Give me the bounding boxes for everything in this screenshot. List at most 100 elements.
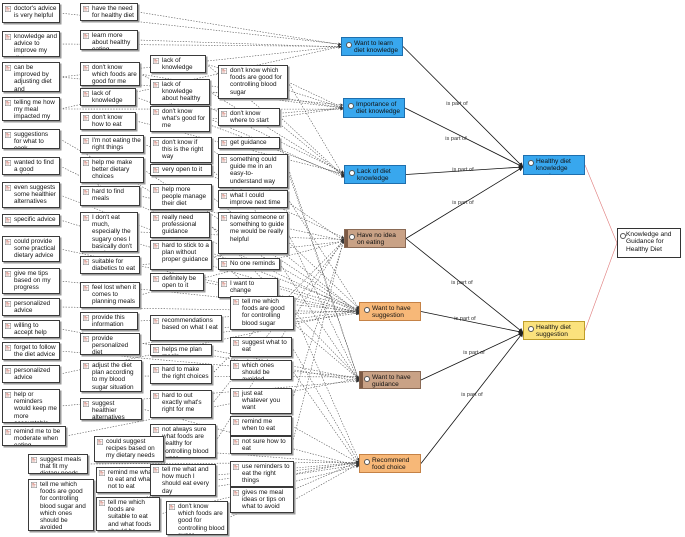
quote-node[interactable]: tell me which foods are suitable to eat … (96, 497, 160, 531)
quote-node[interactable]: just eat whatever you want (230, 388, 292, 414)
category-node[interactable]: Lack of diet knowledge (344, 165, 406, 184)
quote-node[interactable]: don't know how to eat (80, 112, 136, 130)
quote-node[interactable]: could provide some practical dietary adv… (2, 236, 60, 262)
quote-node[interactable]: knowledge and advice to improve my diet. (2, 31, 60, 57)
quote-document-icon (5, 429, 11, 435)
quote-node[interactable]: forget to follow the diet advice (2, 342, 60, 360)
quote-node[interactable]: suggest meals that fit my dietary needs (28, 454, 88, 474)
quote-node[interactable]: having someone or something to guide me … (218, 212, 288, 254)
quote-node[interactable]: hard to out exactly what's right for me (150, 390, 212, 418)
quote-document-icon (233, 340, 239, 346)
quote-node[interactable]: don't know where to start (218, 108, 280, 126)
quote-node[interactable]: lack of knowledge (80, 88, 136, 106)
quote-node[interactable]: lack of knowledge about healthy eating (150, 79, 210, 105)
quote-document-icon (5, 392, 11, 398)
quote-document-icon (233, 419, 239, 425)
quote-text: tell me which foods are suitable to eat … (108, 499, 151, 531)
quote-node[interactable]: hard to make the right choices (150, 364, 212, 384)
category-node[interactable]: Healthy diet knowledge need (523, 155, 585, 175)
quote-text: suggest healthier alternatives (92, 400, 125, 420)
category-marker-icon (348, 103, 354, 109)
quote-node[interactable]: what I could improve next time (218, 190, 288, 208)
quote-document-icon (83, 65, 89, 71)
quote-document-icon (83, 285, 89, 291)
category-node[interactable]: Healthy diet suggestion need (523, 321, 585, 340)
quote-node[interactable]: help me make better dietary choices (80, 157, 144, 183)
quote-node[interactable]: very open to it (150, 164, 212, 176)
quote-text: remind me when to eat (242, 418, 275, 432)
quote-node[interactable]: personalized advice (2, 298, 60, 316)
category-node[interactable]: Have no idea on eating (344, 229, 406, 248)
quote-node[interactable]: don't know if this is the right way (150, 137, 212, 163)
quote-text: tell me which foods are good for control… (40, 481, 86, 531)
quote-node[interactable]: telling me how my meal impacted my blood… (2, 97, 60, 121)
evidence-edge (280, 108, 343, 117)
quote-node[interactable]: don't know what's good for me (150, 106, 210, 132)
category-node[interactable]: Want to have suggestion (359, 302, 421, 321)
quote-node[interactable]: remind me when to eat (230, 416, 292, 436)
quote-document-icon (221, 68, 227, 74)
quote-node[interactable]: gives me meal ideas or tips on what to a… (230, 487, 294, 513)
quote-node[interactable]: provide personalized diet suggestions (80, 333, 140, 355)
quote-node[interactable]: helps me plan meals (150, 344, 212, 356)
category-node[interactable]: Importance of diet knowledge (343, 98, 405, 118)
quote-node[interactable]: lack of knowledge (150, 55, 206, 73)
quote-node[interactable]: which ones should be avoided (230, 360, 292, 380)
quote-node[interactable]: No one reminds (218, 258, 280, 270)
quote-node[interactable]: provide this information (80, 312, 138, 330)
category-node[interactable]: Want to learn diet knowledge (341, 37, 403, 56)
quote-node[interactable]: personalized advice (2, 365, 60, 383)
quote-text: willing to accept help (14, 322, 47, 336)
quote-node[interactable]: I want to change (218, 278, 278, 298)
quote-node[interactable]: I'm not eating the right things (80, 135, 144, 153)
quote-node[interactable]: recommendations based on what I eat (150, 315, 222, 341)
quote-document-icon (83, 33, 89, 39)
evidence-edge (88, 462, 359, 464)
quote-text: could provide some practical dietary adv… (14, 238, 55, 259)
quote-node[interactable]: suitable for diabetics to eat (80, 256, 140, 274)
quote-node[interactable]: get guidance (218, 137, 280, 149)
quote-node[interactable]: even suggests some healthier alternative… (2, 182, 60, 208)
quote-node[interactable]: something could guide me in an easy-to-u… (218, 154, 288, 188)
quote-node[interactable]: don't know which foods are good for me (80, 62, 140, 86)
quote-node[interactable]: tell me which foods are good for control… (28, 479, 94, 531)
quote-node[interactable]: doctor's advice is very helpful (2, 3, 60, 23)
quote-document-icon (153, 367, 159, 373)
quote-document-icon (221, 157, 227, 163)
quote-node[interactable]: could suggest recipes based on my dietar… (94, 436, 164, 462)
quote-node[interactable]: suggest what to eat (230, 337, 292, 357)
quote-node[interactable]: use reminders to eat the right things (230, 461, 294, 487)
quote-node[interactable]: don't know which foods are good for cont… (166, 501, 228, 535)
quote-node[interactable]: remind me to be moderate when eating (2, 426, 66, 446)
quote-node[interactable]: tell me which foods are good for control… (230, 296, 294, 330)
quote-node[interactable]: tell me what and how much I should eat e… (150, 464, 216, 496)
quote-node[interactable]: help or reminders would keep me more acc… (2, 389, 60, 423)
quote-node[interactable]: suggestions for what to cook (2, 129, 60, 149)
quote-text: remind me to be moderate when eating (14, 428, 60, 446)
quote-node[interactable]: hard to stick to a plan without proper g… (150, 240, 212, 270)
edge-label: is part of (463, 350, 485, 356)
quote-node[interactable]: don't know which foods are good for cont… (218, 65, 288, 99)
quote-node[interactable]: not sure how to eat (230, 436, 292, 454)
quote-node[interactable]: wanted to find a good solution (2, 157, 60, 175)
category-node[interactable]: Knowledge and Guidance for Healthy Diet (617, 228, 681, 258)
quote-node[interactable]: feel lost when it comes to planning meal… (80, 282, 140, 308)
quote-node[interactable]: willing to accept help (2, 320, 60, 338)
quote-node[interactable]: really need professional guidance (150, 212, 210, 238)
quote-node[interactable]: learn more about healthy eating (80, 30, 138, 50)
quote-text: use reminders to eat the right things (242, 463, 290, 484)
quote-node[interactable]: specific advice (2, 214, 60, 226)
quote-node[interactable]: I don't eat much, especially the sugary … (80, 212, 138, 252)
quote-node[interactable]: definitely be open to it (150, 273, 204, 291)
category-node[interactable]: Recommend food choice (359, 454, 421, 473)
quote-document-icon (99, 470, 105, 476)
quote-node[interactable]: hard to find meals (80, 186, 140, 206)
quote-node[interactable]: can be improved by adjusting diet and me… (2, 62, 60, 92)
quote-node[interactable]: give me tips based on my progress (2, 268, 60, 294)
quote-text: knowledge and advice to improve my diet. (14, 33, 57, 57)
quote-node[interactable]: suggest healthier alternatives (80, 398, 142, 420)
quote-node[interactable]: have the need for healthy diet (80, 3, 138, 21)
category-node[interactable]: Want to have guidance (359, 371, 421, 389)
quote-node[interactable]: adjust the diet plan according to my blo… (80, 360, 142, 392)
quote-node[interactable]: help more people manage their diet (150, 184, 212, 210)
